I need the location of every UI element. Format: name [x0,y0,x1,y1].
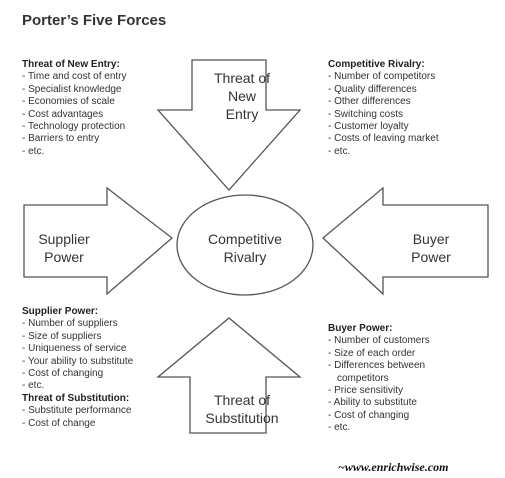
rivalry-label: Competitive Rivalry [182,230,308,266]
list-item: Quality differences [328,84,439,96]
supplier-power-heading: Supplier Power: [22,306,99,317]
supplier-label-line1: Supplier [38,231,90,247]
list-item: Ability to substitute [328,397,430,409]
list-item: Number of customers [328,335,430,347]
substitution-label: Threat of Substitution [190,391,294,427]
list-item: Number of suppliers [22,318,133,330]
new-entry-label: Threat of New Entry [196,69,288,123]
threat-new-entry-list: Time and cost of entry Specialist knowle… [22,71,127,158]
list-item: Size of each order [328,348,430,360]
list-item: Barriers to entry [22,133,127,145]
substitution-arrow [156,317,302,434]
diagram-title: Porter’s Five Forces [22,12,167,29]
list-item: Time and cost of entry [22,71,127,83]
supplier-power-block: Supplier Power: Number of suppliers Size… [22,306,133,430]
new-entry-label-line1: Threat of [213,70,271,86]
competitive-rivalry-block: Competitive Rivalry: Number of competito… [328,59,439,158]
new-entry-label-line3: Entry [225,106,259,122]
threat-new-entry-block: Threat of New Entry: Time and cost of en… [22,59,127,158]
list-item: Uniqueness of service [22,343,133,355]
supplier-power-list: Number of suppliers Size of suppliers Un… [22,318,133,392]
list-item: etc. [22,380,133,392]
list-item: Switching costs [328,109,439,121]
list-item: Cost of changing [328,410,430,422]
list-item: Specialist knowledge [22,84,127,96]
list-item: Price sensitivity [328,385,430,397]
list-item: Number of competitors [328,71,439,83]
substitution-label-line2: Substitution [205,410,279,426]
rivalry-ellipse [176,194,314,296]
list-item: Technology protection [22,121,127,133]
supplier-label: Supplier Power [26,230,102,266]
list-item: Cost of change [22,418,133,430]
competitive-rivalry-heading: Competitive Rivalry: [328,59,425,70]
rivalry-label-line2: Rivalry [223,249,267,265]
list-item: Other differences [328,96,439,108]
list-item: competitors [337,372,389,384]
buyer-power-list: Number of customers Size of each order D… [328,335,430,434]
list-item: Substitute performance [22,405,133,417]
competitive-rivalry-list: Number of competitors Quality difference… [328,71,439,158]
threat-substitution-list: Substitute performance Cost of change [22,405,133,430]
list-item: Differences between [328,360,430,372]
rivalry-label-line1: Competitive [208,231,282,247]
list-item: etc. [22,146,127,158]
list-item: Cost advantages [22,109,127,121]
list-item: Cost of changing [22,368,133,380]
buyer-power-block: Buyer Power: Number of customers Size of… [328,323,430,435]
buyer-label: Buyer Power [396,230,466,266]
list-item: etc. [328,146,439,158]
buyer-arrow [322,186,489,296]
list-item: etc. [328,422,430,434]
substitution-label-line1: Threat of [213,392,271,408]
supplier-arrow [23,186,174,296]
list-item: Costs of leaving market [328,133,439,145]
threat-new-entry-heading: Threat of New Entry: [22,59,120,70]
list-item: Customer loyalty [328,121,439,133]
source-url: ~www.enrichwise.com [338,460,449,474]
buyer-power-heading: Buyer Power: [328,323,393,334]
list-item: Size of suppliers [22,331,133,343]
list-item: Economies of scale [22,96,127,108]
buyer-label-line1: Buyer [412,231,450,247]
supplier-label-line2: Power [44,249,84,265]
list-item: Your ability to substitute [22,356,133,368]
threat-substitution-heading: Threat of Substitution: [22,392,130,404]
new-entry-label-line2: New [227,88,256,104]
new-entry-arrow [156,59,302,191]
buyer-label-line2: Power [411,249,451,265]
